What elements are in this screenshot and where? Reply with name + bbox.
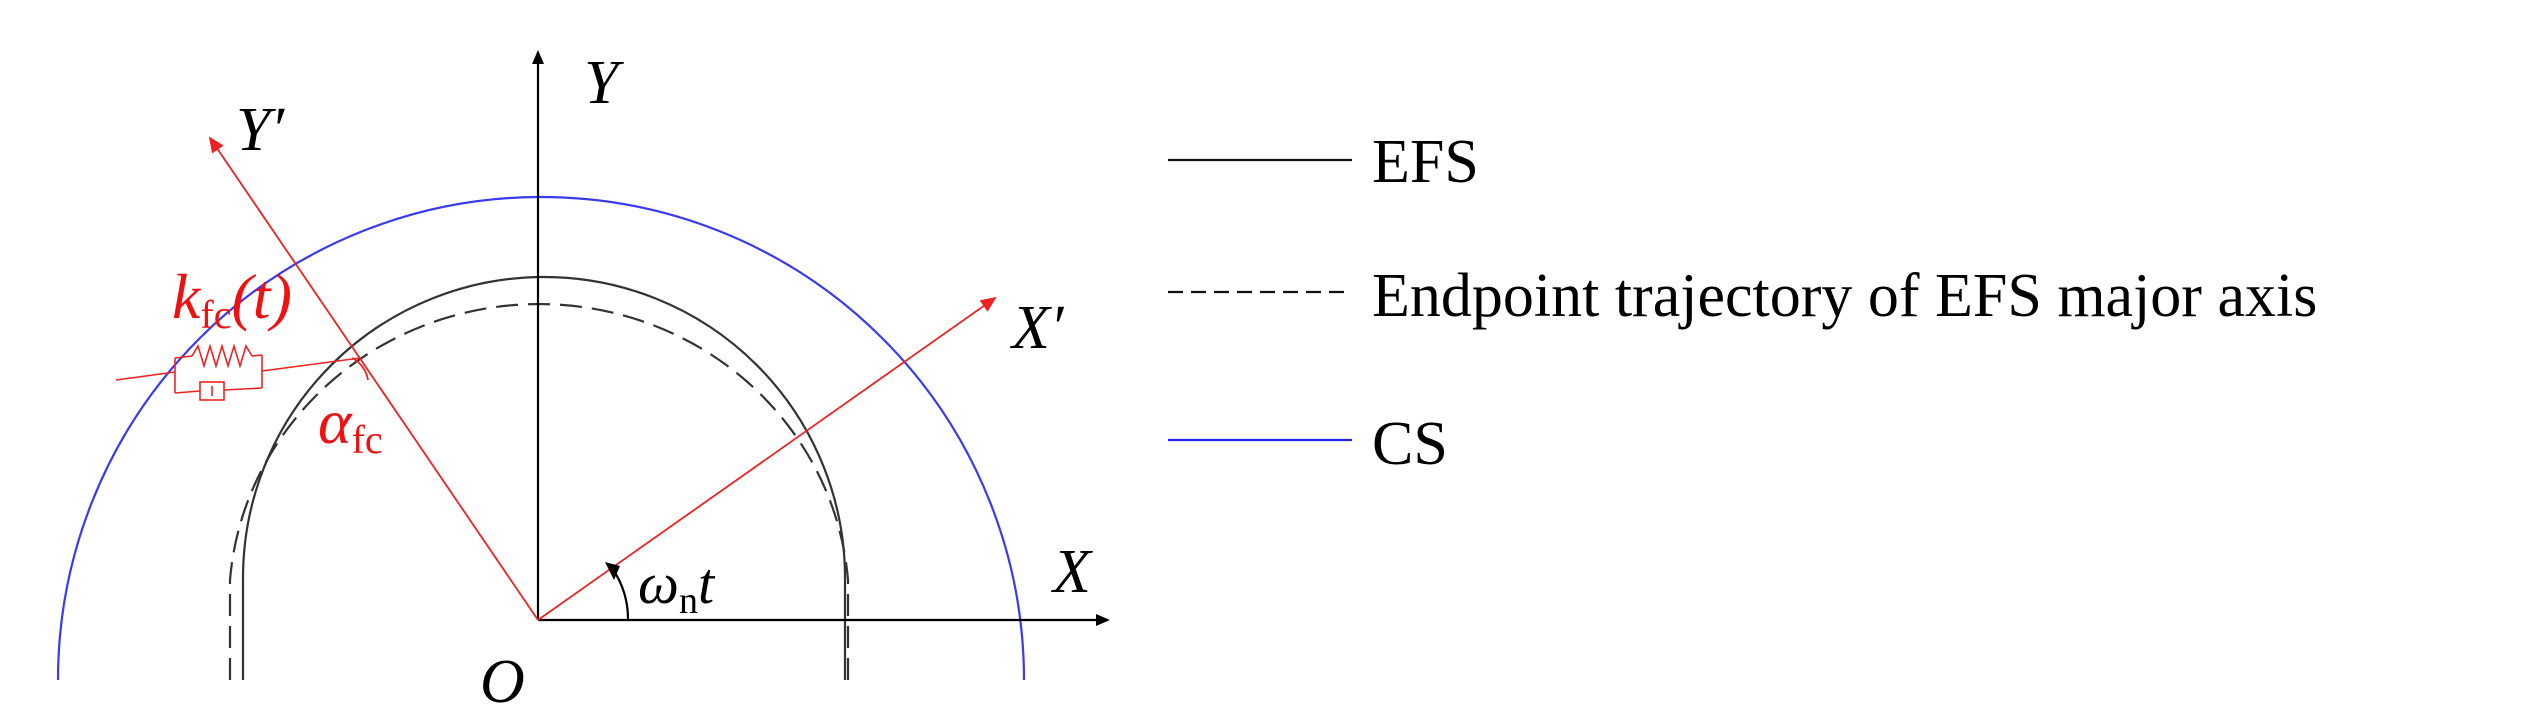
spring-damper-element <box>115 343 361 401</box>
contact-angle-arc <box>351 357 369 381</box>
rotation-angle-label: ωnt <box>638 551 716 622</box>
stiffness-label: kfc(t) <box>172 261 292 337</box>
legend-efs-label: EFS <box>1372 128 1479 196</box>
legend: EFS Endpoint trajectory of EFS major axi… <box>1168 128 2317 478</box>
x-prime-axis-label: X′ <box>1009 294 1065 362</box>
x-prime-axis <box>537 296 997 621</box>
efs-curve <box>241 275 847 680</box>
legend-trajectory-label: Endpoint trajectory of EFS major axis <box>1372 262 2317 330</box>
x-axis-label: X <box>1050 538 1093 606</box>
cs-circle <box>56 195 1026 681</box>
angle-arrowhead <box>605 562 620 580</box>
contact-angle-label: αfc <box>318 386 383 462</box>
y-prime-axis <box>208 136 539 621</box>
y-prime-axis-label: Y′ <box>236 96 285 164</box>
y-axis-label: Y <box>584 49 624 117</box>
legend-cs-label: CS <box>1372 410 1448 478</box>
origin-label: O <box>480 648 525 716</box>
